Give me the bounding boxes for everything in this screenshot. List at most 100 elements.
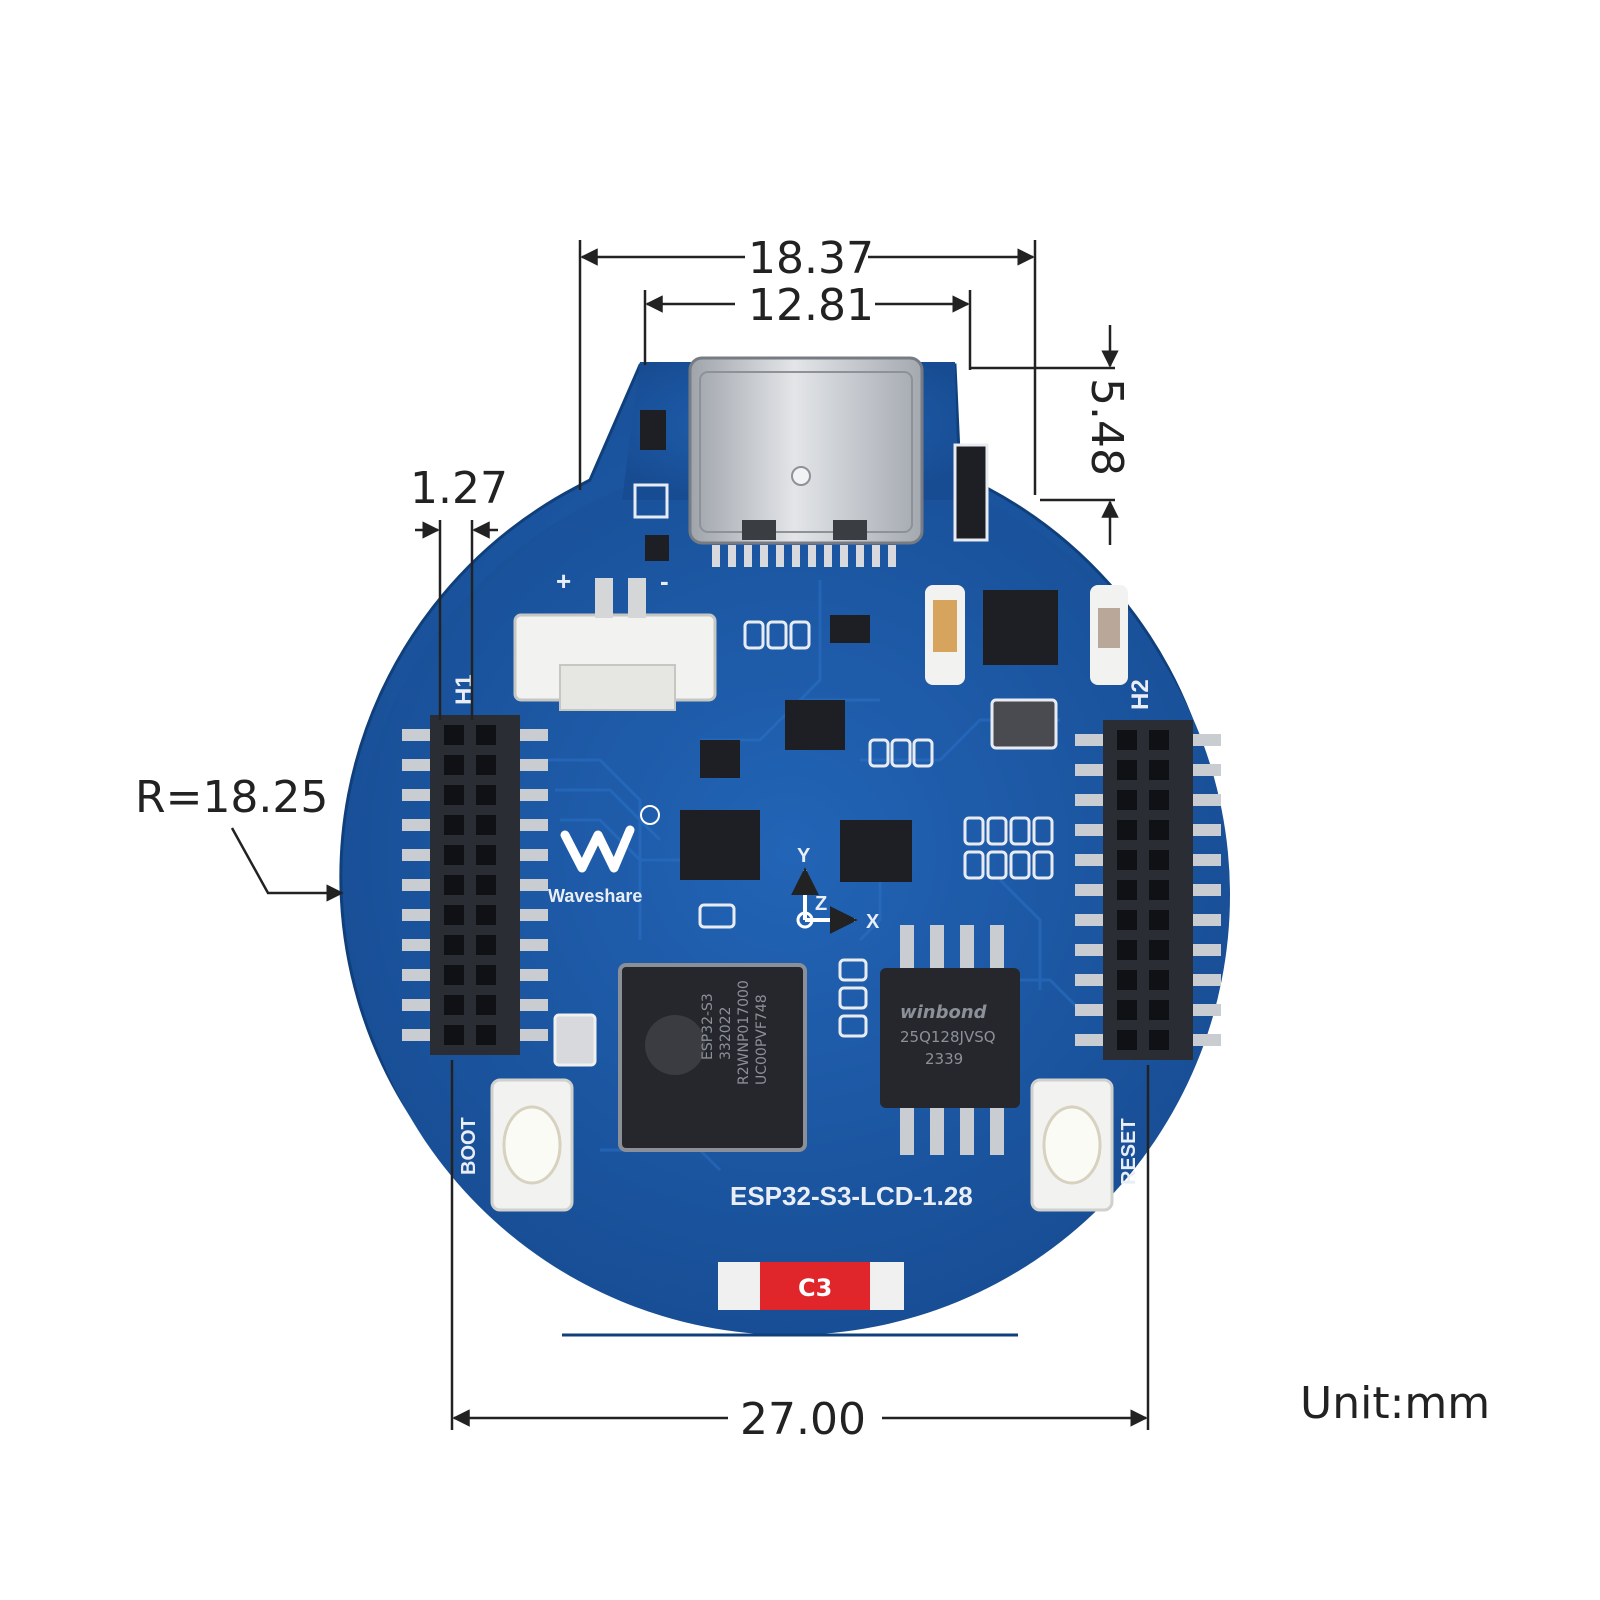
header-pin-lead [402,729,430,741]
header-pin-hole [1117,730,1137,750]
dim-27-label: 27.00 [740,1394,866,1445]
header-pin-lead [402,909,430,921]
header-pin-hole [1117,880,1137,900]
dim-5-48-label: 5.48 [1081,378,1132,476]
header-pin-hole [476,815,496,835]
header-pin-lead [520,819,548,831]
header-h2: H2 [1075,679,1221,1060]
usb-c-connector [688,356,924,567]
header-pin-hole [476,785,496,805]
header-pin-hole [444,995,464,1015]
header-pin-hole [1117,970,1137,990]
header-pin-hole [476,725,496,745]
header-pin-hole [1149,730,1169,750]
header-pin-lead [520,1029,548,1041]
header-h1: H1 [402,674,548,1055]
header-pin-hole [1149,1000,1169,1020]
reset-button[interactable]: RESET [1030,1078,1140,1212]
header-pin-lead [520,879,548,891]
header-pin-hole [1149,760,1169,780]
dim-radius-label: R=18.25 [135,772,328,823]
chip-module-line3: R2WNP017000 [736,980,752,1085]
imu-axis-marker: Y X Z [791,845,880,934]
header-h2-label: H2 [1127,679,1154,710]
header-pin-lead [1075,764,1103,776]
header-pin-hole [444,935,464,955]
flash-line3: 2339 [925,1050,963,1068]
header-pin-hole [1149,880,1169,900]
header-pin-lead [520,789,548,801]
header-pin-hole [444,875,464,895]
header-pin-lead [520,759,548,771]
header-pin-hole [1149,940,1169,960]
header-pin-hole [1117,760,1137,780]
axis-y-label: Y [797,845,811,867]
header-pin-hole [444,845,464,865]
model-label: ESP32-S3-LCD-1.28 [730,1181,973,1211]
header-pin-lead [520,729,548,741]
chip-module-label: ESP32-S3 [700,993,716,1060]
ceramic-antenna: C3 [718,1262,904,1310]
header-pin-hole [1117,820,1137,840]
header-pin-lead [402,879,430,891]
unit-label: Unit:mm [1300,1378,1491,1429]
header-pin-hole [1149,910,1169,930]
header-pin-lead [520,909,548,921]
header-pin-lead [402,969,430,981]
header-pin-lead [1193,794,1221,806]
header-pin-lead [1075,884,1103,896]
small-components [553,410,1128,1067]
header-pin-hole [444,1025,464,1045]
header-pin-lead [520,999,548,1011]
dimension-annotations [230,240,1150,1430]
header-pin-lead [520,939,548,951]
header-pin-lead [1075,944,1103,956]
chip-module-line4: UC00PVF748 [754,994,770,1085]
header-pin-lead [402,759,430,771]
header-pin-lead [520,969,548,981]
header-pin-hole [476,965,496,985]
esp32-s3-chip: ESP32-S3 332022 R2WNP017000 UC00PVF748 [618,963,807,1152]
header-pin-lead [1193,944,1221,956]
boot-label: BOOT [458,1117,480,1175]
waveshare-logo: Waveshare [548,805,660,906]
header-h1-label: H1 [451,674,478,705]
header-pin-hole [444,905,464,925]
header-pin-lead [1193,764,1221,776]
header-pin-hole [444,815,464,835]
header-pin-lead [1193,1004,1221,1016]
header-pin-hole [1149,1030,1169,1050]
dim-radius-leader [230,827,344,902]
header-pin-lead [1193,854,1221,866]
header-pin-lead [520,849,548,861]
header-pin-hole [1149,820,1169,840]
boot-button[interactable]: BOOT [458,1078,574,1212]
flash-brand-label: winbond [900,1002,988,1023]
chip-module-line2: 332022 [718,1007,734,1060]
header-pin-lead [402,789,430,801]
header-pin-lead [402,819,430,831]
header-pin-lead [1075,824,1103,836]
header-pin-lead [1193,1034,1221,1046]
dim-1-27-label: 1.27 [410,463,508,514]
pcb-board: + - [339,356,1230,1395]
brand-label: Waveshare [548,886,642,906]
header-pin-hole [1117,940,1137,960]
header-pin-lead [1075,854,1103,866]
header-pin-lead [1193,884,1221,896]
header-pin-hole [1117,850,1137,870]
header-pin-hole [1149,970,1169,990]
header-pin-hole [476,875,496,895]
header-pin-hole [476,1025,496,1045]
reset-label: RESET [1118,1118,1140,1185]
header-pin-lead [1075,914,1103,926]
header-pin-hole [1117,790,1137,810]
pcb-bottom-flat [560,1335,1020,1395]
header-pin-lead [1193,914,1221,926]
header-pin-hole [444,785,464,805]
waveshare-logo-mark [560,825,635,873]
polarity-minus-label: - [660,566,669,596]
header-pin-hole [476,995,496,1015]
header-pin-lead [1193,824,1221,836]
header-pin-hole [444,725,464,745]
